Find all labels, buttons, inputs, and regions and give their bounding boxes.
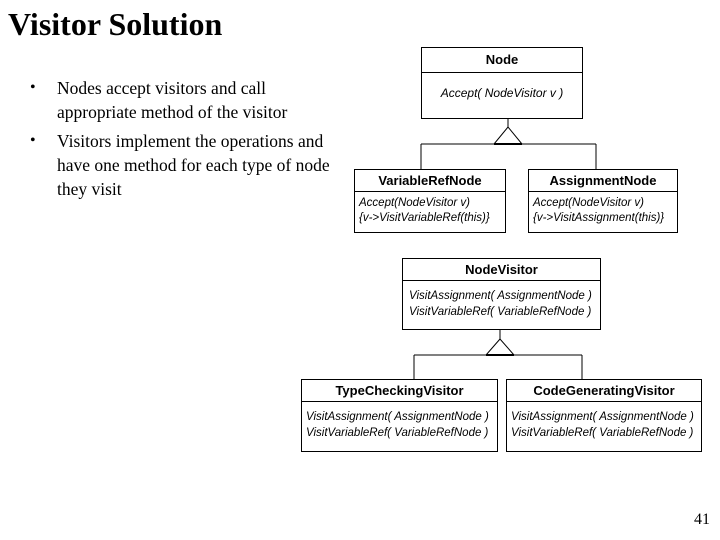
bullet-item: • Visitors implement the operations and … [30,129,355,201]
inheritance-connector-nodes [420,119,597,169]
inheritance-connector-visitors [413,330,583,379]
class-method: Accept(NodeVisitor v) [359,197,470,209]
uml-class-assignment-node: AssignmentNode Accept(NodeVisitor v) {v-… [528,169,678,233]
uml-class-node-visitor: NodeVisitor VisitAssignment( AssignmentN… [402,258,601,330]
bullet-item: • Nodes accept visitors and call appropr… [30,76,355,124]
uml-class-node: Node Accept( NodeVisitor v ) [421,47,583,119]
class-name: NodeVisitor [403,259,600,281]
inheritance-arrow-icon [492,126,524,145]
bullet-marker-icon: • [30,132,36,149]
class-name: VariableRefNode [355,170,505,192]
class-method: Accept( NodeVisitor v ) [440,86,564,100]
class-name: Node [422,48,582,73]
bullet-text: Visitors implement the operations and ha… [57,131,330,199]
class-method: VisitAssignment( AssignmentNode ) [306,411,489,423]
class-method: VisitVariableRef( VariableRefNode ) [306,427,489,439]
class-name: AssignmentNode [529,170,677,192]
bullet-text: Nodes accept visitors and call appropria… [57,78,288,122]
class-method: Accept(NodeVisitor v) [533,197,644,209]
bullet-list: • Nodes accept visitors and call appropr… [30,76,355,206]
uml-class-type-checking-visitor: TypeCheckingVisitor VisitAssignment( Ass… [301,379,498,452]
class-method: VisitVariableRef( VariableRefNode ) [409,306,592,318]
class-method: {v->VisitAssignment(this)} [533,212,665,224]
page-number: 41 [694,511,710,528]
class-method: VisitAssignment( AssignmentNode ) [409,290,592,302]
class-method: VisitAssignment( AssignmentNode ) [511,411,694,423]
class-method: VisitVariableRef( VariableRefNode ) [511,427,694,439]
bullet-marker-icon: • [30,79,36,96]
uml-class-variable-ref-node: VariableRefNode Accept(NodeVisitor v) {v… [354,169,506,233]
class-method: {v->VisitVariableRef(this)} [359,212,490,224]
class-name: CodeGeneratingVisitor [507,380,701,402]
inheritance-arrow-icon [484,338,516,356]
class-name: TypeCheckingVisitor [302,380,497,402]
page-title: Visitor Solution [8,6,223,42]
uml-class-code-generating-visitor: CodeGeneratingVisitor VisitAssignment( A… [506,379,702,452]
